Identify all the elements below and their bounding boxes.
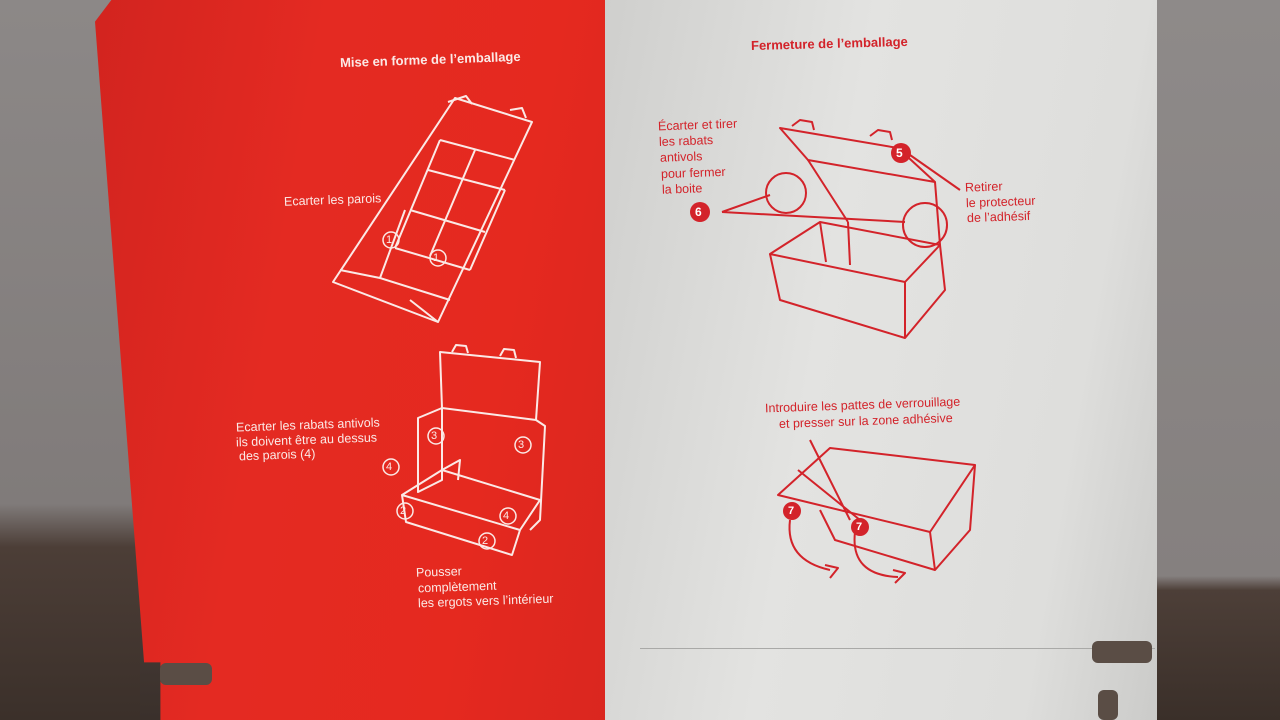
step-number: 1: [386, 234, 393, 246]
step-pull-line3: antivols: [659, 149, 703, 165]
wall-right: [1150, 0, 1280, 720]
cardboard-slot: [1092, 641, 1152, 663]
step-pull-line1: Écarter et tirer: [657, 116, 738, 134]
step-number: 7: [856, 521, 863, 533]
fold-line: [640, 648, 1155, 649]
step-number: 2: [482, 535, 489, 547]
closing-box-illustration: [721, 119, 961, 339]
step-number: 3: [518, 439, 525, 451]
step-number: 4: [386, 461, 393, 473]
closed-box-illustration: [777, 439, 976, 584]
step-number: 5: [896, 146, 903, 160]
step-flaps-line3: des parois (4): [238, 446, 316, 464]
cardboard-slot: [160, 663, 212, 685]
red-cardboard-panel: [95, 0, 640, 720]
assembled-box-illustration: [401, 344, 546, 556]
step-pull-line5: la boite: [661, 181, 703, 197]
step-number: 7: [788, 505, 795, 517]
step-remove-line1: Retirer: [964, 179, 1003, 195]
step-number: 4: [503, 510, 510, 522]
step-number: 6: [695, 205, 702, 219]
cardboard-slot: [1098, 690, 1118, 720]
step-push-line1: Pousser: [415, 564, 463, 580]
step-number: 1: [433, 252, 440, 264]
step-pull-line4: pour fermer: [660, 164, 726, 182]
step-pull-line2: les rabats: [658, 133, 714, 149]
step-number: 2: [400, 505, 407, 517]
step-number: 3: [431, 430, 438, 442]
flat-box-illustration: [332, 95, 533, 323]
white-cardboard-panel: [605, 0, 1157, 720]
step-remove-line3: de l’adhésif: [966, 208, 1031, 226]
